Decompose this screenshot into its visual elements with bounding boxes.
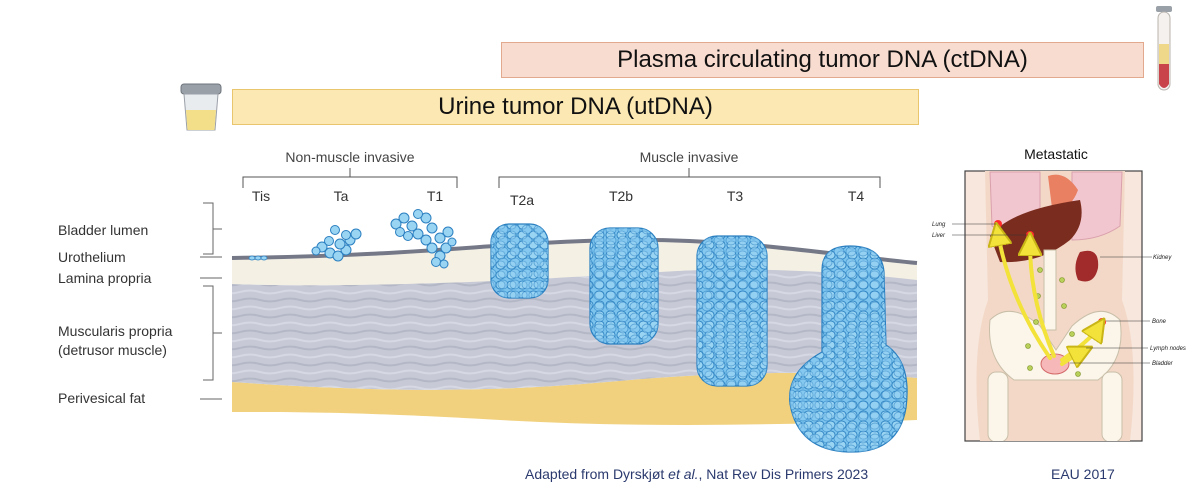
- stage-labels: Tis Ta T1 T2a T2b T3 T4: [252, 188, 864, 208]
- blood-tube-icon: [1156, 6, 1172, 91]
- organ-label-lung: Lung: [932, 222, 946, 228]
- stage-t3: T3: [727, 188, 744, 204]
- organ-label-bone: Bone: [1152, 319, 1167, 325]
- organ-label-lymph-nodes: Lymph nodes: [1150, 346, 1186, 352]
- tumor-t1: [390, 209, 457, 269]
- stage-tis: Tis: [252, 188, 270, 204]
- tumor-t3: [696, 235, 768, 387]
- ctdna-banner-label: Plasma circulating tumor DNA (ctDNA): [617, 46, 1028, 73]
- tumor-tis: [248, 255, 268, 261]
- stage-t2a: T2a: [510, 192, 534, 208]
- layer-labels: Bladder lumen Urothelium Lamina propria …: [58, 202, 222, 406]
- ctdna-banner: Plasma circulating tumor DNA (ctDNA): [501, 42, 1144, 78]
- metastatic-panel: Metastatic: [932, 146, 1186, 442]
- stage-t4: T4: [848, 188, 865, 204]
- citation-italic: et al.: [668, 466, 699, 482]
- tumor-ta: [311, 225, 362, 262]
- tumor-t4: [789, 245, 908, 453]
- layer-label-urothelium: Urothelium: [58, 249, 126, 265]
- tumor-t2a: [490, 223, 549, 299]
- stage-t1: T1: [427, 188, 444, 204]
- organ-label-bladder: Bladder: [1152, 361, 1174, 367]
- tumors: [248, 209, 908, 453]
- layer-label-lumen: Bladder lumen: [58, 222, 148, 238]
- citation-suffix: , Nat Rev Dis Primers 2023: [698, 466, 869, 482]
- organ-label-liver: Liver: [932, 233, 946, 239]
- non-muscle-invasive-bracket: Non-muscle invasive: [242, 149, 458, 188]
- layer-label-muscularis: Muscularis propria: [58, 323, 173, 339]
- utdna-banner: Urine tumor DNA (utDNA): [232, 89, 919, 125]
- non-muscle-invasive-label: Non-muscle invasive: [285, 149, 414, 165]
- eau-credit-text: EAU 2017: [1051, 466, 1115, 482]
- metastatic-title: Metastatic: [1024, 146, 1088, 162]
- stage-t2b: T2b: [609, 188, 633, 204]
- muscle-invasive-label: Muscle invasive: [640, 149, 739, 165]
- organ-label-kidney: Kidney: [1153, 255, 1172, 261]
- muscle-invasive-bracket: Muscle invasive: [498, 149, 881, 188]
- layer-label-detrusor: (detrusor muscle): [58, 342, 167, 358]
- layer-label-lamina: Lamina propria: [58, 270, 152, 286]
- urine-cup-icon: [180, 83, 222, 131]
- layer-label-fat: Perivesical fat: [58, 390, 145, 406]
- citation-credit: Adapted from Dyrskjøt et al., Nat Rev Di…: [525, 466, 868, 482]
- citation-prefix: Adapted from Dyrskjøt: [525, 466, 669, 482]
- eau-credit: EAU 2017: [1051, 466, 1115, 482]
- tumor-t2b: [589, 227, 659, 345]
- stage-ta: Ta: [334, 188, 349, 204]
- utdna-banner-label: Urine tumor DNA (utDNA): [438, 93, 713, 120]
